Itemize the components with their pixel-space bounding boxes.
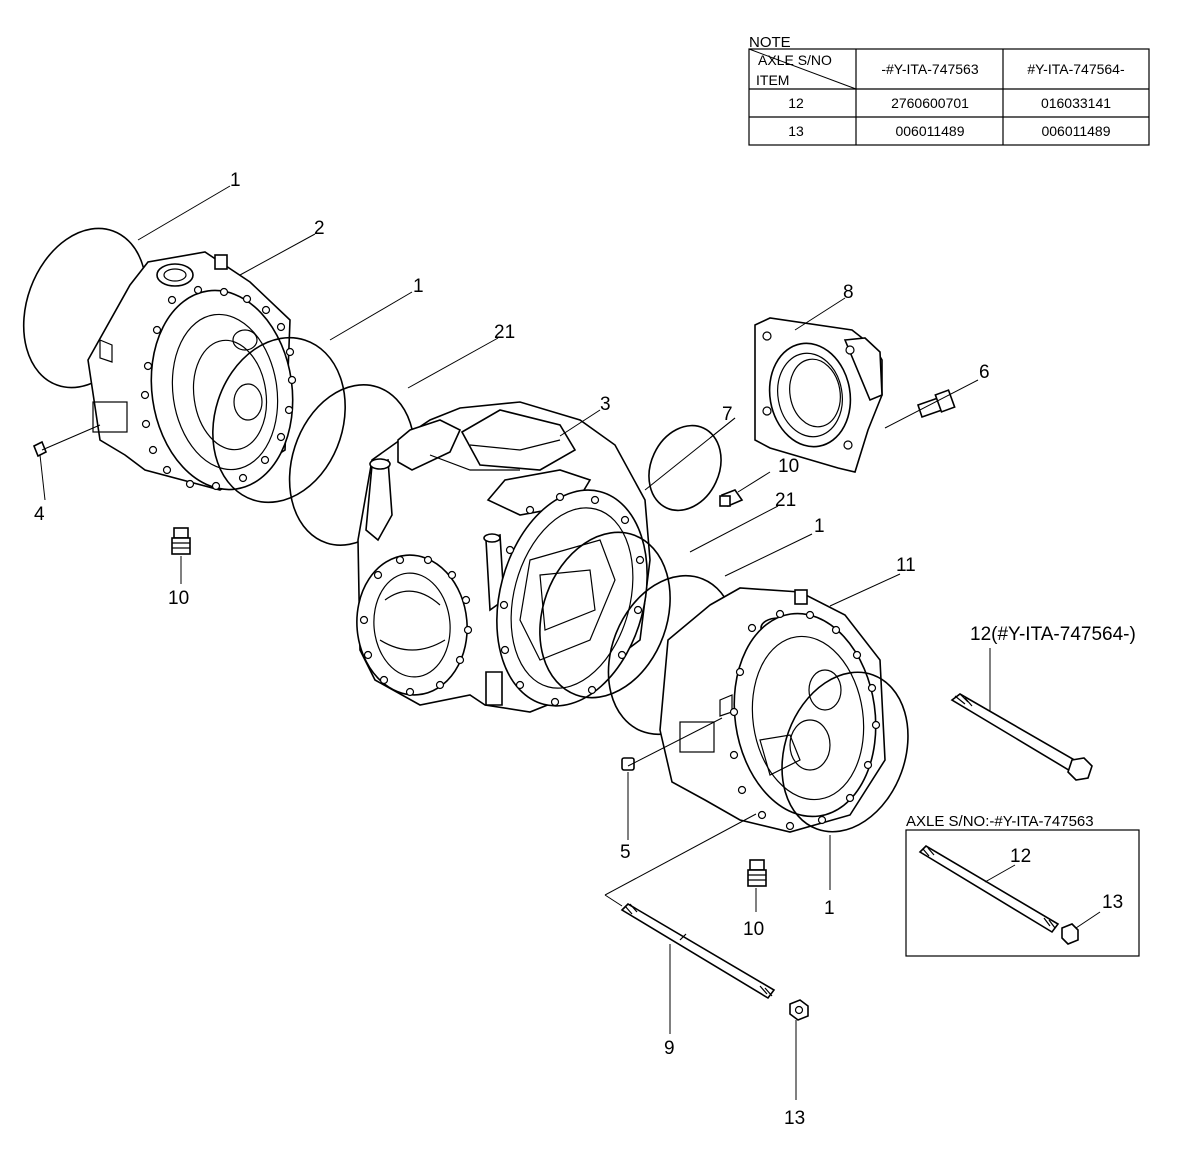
callout-plug-upper: 10 [778, 456, 799, 477]
callout-ring-lower: 1 [814, 516, 825, 537]
note-title: NOTE [749, 34, 791, 51]
flange-bolt-holes [729, 609, 881, 831]
note-row-item: 13 [788, 123, 804, 139]
callout-gasket-upper: 21 [494, 322, 515, 343]
note-row-value: 006011489 [1041, 123, 1110, 139]
o-ring-right [781, 671, 909, 833]
nut [789, 999, 809, 1021]
leader-lines [39, 185, 991, 1100]
callout-ring-right: 1 [824, 898, 835, 919]
inset-callout-13: 13 [1102, 892, 1123, 913]
note-header-item: ITEM [756, 72, 789, 88]
gasket-lower [539, 531, 671, 699]
note-col-1: -#Y-ITA-747563 [881, 61, 978, 77]
o-ring-cap [648, 424, 722, 512]
callout-center-body: 3 [600, 394, 611, 415]
note-col-2: #Y-ITA-747564- [1027, 61, 1125, 77]
callout-cap-oring: 7 [722, 404, 733, 425]
plug-right-bottom [747, 859, 767, 887]
callout-ring-mid: 1 [413, 276, 424, 297]
o-ring-mid [212, 336, 346, 504]
callout-labels: 1 2 1 21 3 8 6 7 10 21 1 11 12(#Y-ITA-74… [34, 170, 1136, 1129]
note-table: NOTE AXLE S/NO ITEM -#Y-ITA-747563 #Y-IT… [748, 34, 1150, 146]
callout-breather-left: 4 [34, 504, 45, 525]
breather-left [32, 440, 48, 458]
callout-long-bolt: 12(#Y-ITA-747564-) [970, 624, 1136, 645]
callout-nut: 13 [784, 1108, 805, 1129]
left-housing [87, 251, 297, 491]
bearing-cap [754, 317, 883, 473]
callout-ring-upper-left: 1 [230, 170, 241, 191]
note-row-value: 016033141 [1041, 95, 1111, 111]
callout-housing-right: 11 [896, 555, 916, 576]
note-row-value: 006011489 [895, 123, 964, 139]
flange-bolt-holes [359, 492, 645, 707]
note-row-value: 2760600701 [891, 95, 969, 111]
inset-callout-12: 12 [1010, 846, 1031, 867]
callout-stud: 9 [664, 1038, 675, 1059]
inset-title: AXLE S/NO:-#Y-ITA-747563 [906, 813, 1094, 830]
plug-left-bottom [171, 527, 191, 555]
flange-bolt-holes [140, 285, 297, 491]
callout-plug-left-bottom: 10 [168, 588, 189, 609]
plug-upper [719, 489, 744, 508]
callout-bearing-cap: 8 [843, 282, 854, 303]
long-bolt [950, 693, 1093, 781]
note-row-item: 12 [788, 95, 804, 111]
inset-panel: AXLE S/NO:-#Y-ITA-747563 12 13 [905, 813, 1140, 957]
note-header-axle: AXLE S/NO [758, 52, 832, 68]
callout-gasket-lower: 21 [775, 490, 796, 511]
center-differential-body [356, 401, 651, 713]
stud [620, 902, 776, 1000]
callout-plug-right-bottom: 10 [743, 919, 764, 940]
callout-cap-bolt: 6 [979, 362, 990, 383]
cap-bolt [916, 389, 956, 419]
callout-breather-right: 5 [620, 842, 631, 863]
callout-housing-left: 2 [314, 218, 325, 239]
breather-right [621, 757, 635, 771]
right-housing [659, 587, 886, 833]
